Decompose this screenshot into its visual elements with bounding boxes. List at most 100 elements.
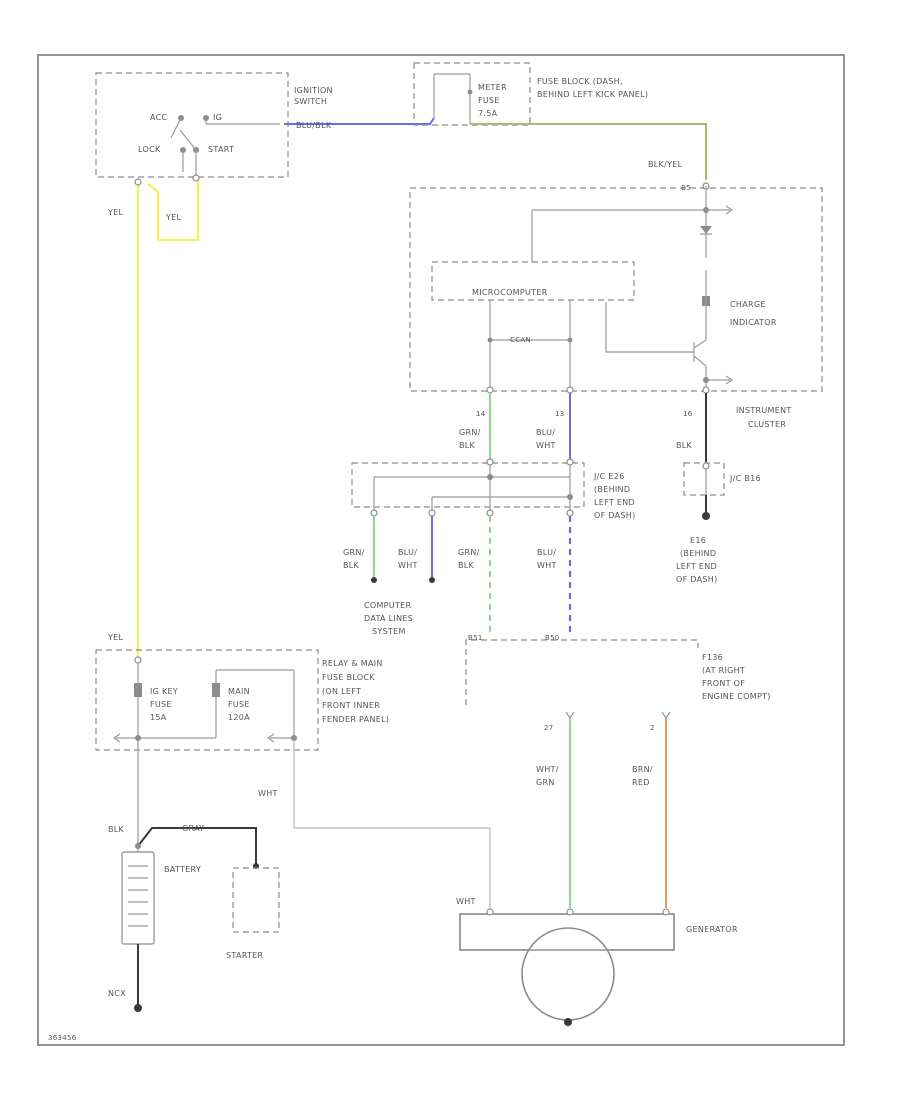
wire-label-blu-blk: BLU/BLK	[296, 121, 332, 130]
starter-label: STARTER	[226, 951, 264, 960]
ground-terminal-e16	[702, 512, 710, 520]
main-fuse-label-2: FUSE	[228, 700, 250, 709]
ig-key-fuse-label-3: 15A	[150, 713, 167, 722]
generator: WHT GENERATOR	[456, 897, 738, 1026]
wire-label-wht-mid: WHT	[258, 789, 278, 798]
wire-label-blu-wht-1b: WHT	[536, 441, 556, 450]
junction-connector-b16: J/C B16	[683, 462, 761, 496]
computer-data-label-1: COMPUTER	[364, 601, 412, 610]
jc-e26-label-4: OF DASH)	[594, 511, 636, 520]
wire-label-grn-blk-3b: BLK	[458, 561, 475, 570]
connector-f136: B51 B50 F136 (AT RIGHT FRONT OF ENGINE C…	[465, 634, 771, 705]
wire-label-blu-wht-1a: BLU/	[536, 428, 555, 437]
wire-label-grn-blk-1b: BLK	[459, 441, 476, 450]
computer-data-label-3: SYSTEM	[372, 627, 406, 636]
meter-fuse-label-2: FUSE	[478, 96, 500, 105]
instrument-cluster-label-2: CLUSTER	[748, 420, 786, 429]
e16-label-4: OF DASH)	[676, 575, 718, 584]
wire-label-wht-generator: WHT	[456, 897, 476, 906]
ignition-switch-label-2: SWITCH	[294, 97, 327, 106]
e16-label-3: LEFT END	[676, 562, 717, 571]
ccan-label: CCAN	[510, 336, 531, 344]
f136-label-1: F136	[702, 653, 723, 662]
pin-b50: B50	[545, 634, 560, 642]
relay-block-label-4: FRONT INNER	[322, 701, 380, 710]
generator-label: GENERATOR	[686, 925, 738, 934]
ignition-switch-label-1: IGNITION	[294, 86, 333, 95]
wire-label-gray: GRAY	[182, 824, 204, 833]
main-fuse-label-3: 120A	[228, 713, 250, 722]
instrument-cluster-label-1: INSTRUMENT	[736, 406, 792, 415]
microcomputer-label: MICROCOMPUTER	[472, 288, 548, 297]
fuse-block-label-2: BEHIND LEFT KICK PANEL)	[537, 90, 648, 99]
wire-label-wht-grn-a: WHT/	[536, 765, 559, 774]
relay-main-fuse-block: IG KEY FUSE 15A MAIN FUSE 120A RELAY & M…	[95, 649, 389, 1000]
wire-label-grn-blk-2b: BLK	[343, 561, 360, 570]
fuse-block-dash: METER FUSE 7.5A FUSE BLOCK (DASH, BEHIND…	[413, 62, 648, 126]
wire-gray-starter	[137, 827, 257, 866]
f136-label-2: (AT RIGHT	[702, 666, 745, 675]
ig-label: IG	[213, 113, 222, 122]
diagram-border	[37, 54, 845, 1046]
wire-label-blk-yel: BLK/YEL	[648, 160, 683, 169]
wire-label-brn-red-b: RED	[632, 778, 650, 787]
acc-label: ACC	[150, 113, 168, 122]
junction-connector-e26: J/C E26 (BEHIND LEFT END OF DASH)	[351, 458, 636, 520]
wire-label-grn-blk-3a: GRN/	[458, 548, 480, 557]
wire-label-blk: BLK	[676, 441, 693, 450]
wire-wht	[293, 740, 491, 908]
relay-block-label-1: RELAY & MAIN	[322, 659, 383, 668]
wire-label-yel-left: YEL	[107, 208, 124, 217]
wire-label-blu-wht-3a: BLU/	[537, 548, 556, 557]
e16-label-2: (BEHIND	[680, 549, 716, 558]
relay-block-label-5: FENDER PANEL)	[322, 715, 389, 724]
ig-key-fuse-label-2: FUSE	[150, 700, 172, 709]
wire-blk-yel	[470, 123, 707, 180]
pin-2: 2	[650, 724, 655, 732]
terminal-grn-blk-data	[371, 577, 377, 583]
f136-label-4: ENGINE COMPT)	[702, 692, 771, 701]
wire-label-yel-loop: YEL	[165, 213, 182, 222]
jc-e26-label-2: (BEHIND	[594, 485, 630, 494]
wire-label-blk-battery: BLK	[108, 825, 125, 834]
relay-block-label-2: FUSE BLOCK	[322, 673, 375, 682]
battery-label: BATTERY	[164, 865, 201, 874]
fuse-block-label-1: FUSE BLOCK (DASH,	[537, 77, 623, 86]
wire-label-blu-wht-3b: WHT	[537, 561, 557, 570]
ncx-label: NCX	[108, 989, 126, 998]
wire-label-wht-grn-b: GRN	[536, 778, 555, 787]
meter-fuse-label-3: 7.5A	[478, 109, 498, 118]
wire-blu-blk	[284, 117, 435, 125]
wire-yel-loop	[147, 180, 199, 241]
figure-id: 363456	[48, 1034, 77, 1042]
jc-e26-label-1: J/C E26	[593, 472, 625, 481]
jc-e26-label-3: LEFT END	[594, 498, 635, 507]
wire-label-blu-wht-2b: WHT	[398, 561, 418, 570]
relay-block-label-3: (ON LEFT	[322, 687, 361, 696]
wire-label-yel-relay: YEL	[107, 633, 124, 642]
pin-13: 13	[555, 410, 565, 418]
pin-27: 27	[544, 724, 554, 732]
ground-terminal-ncx	[134, 1004, 142, 1012]
main-fuse-label-1: MAIN	[228, 687, 250, 696]
wire-label-brn-red-a: BRN/	[632, 765, 653, 774]
pin-16: 16	[683, 410, 693, 418]
computer-data-label-2: DATA LINES	[364, 614, 413, 623]
lock-label: LOCK	[138, 145, 161, 154]
battery: BATTERY	[121, 851, 201, 945]
meter-fuse-label-1: METER	[478, 83, 507, 92]
wire-label-blu-wht-2a: BLU/	[398, 548, 417, 557]
terminal-blu-wht-data	[429, 577, 435, 583]
instrument-cluster: CHARGE INDICATOR MICROCOMPUTER CCAN INST…	[409, 182, 823, 429]
jc-b16-label: J/C B16	[729, 474, 761, 483]
pin-b51: B51	[468, 634, 483, 642]
starter	[232, 867, 280, 933]
generator-ground	[564, 1018, 572, 1026]
wire-label-grn-blk-1a: GRN/	[459, 428, 481, 437]
charge-indicator-label-1: CHARGE	[730, 300, 766, 309]
pin-14: 14	[476, 410, 486, 418]
wire-label-grn-blk-2a: GRN/	[343, 548, 365, 557]
ig-key-fuse-label-1: IG KEY	[150, 687, 178, 696]
f136-label-3: FRONT OF	[702, 679, 745, 688]
